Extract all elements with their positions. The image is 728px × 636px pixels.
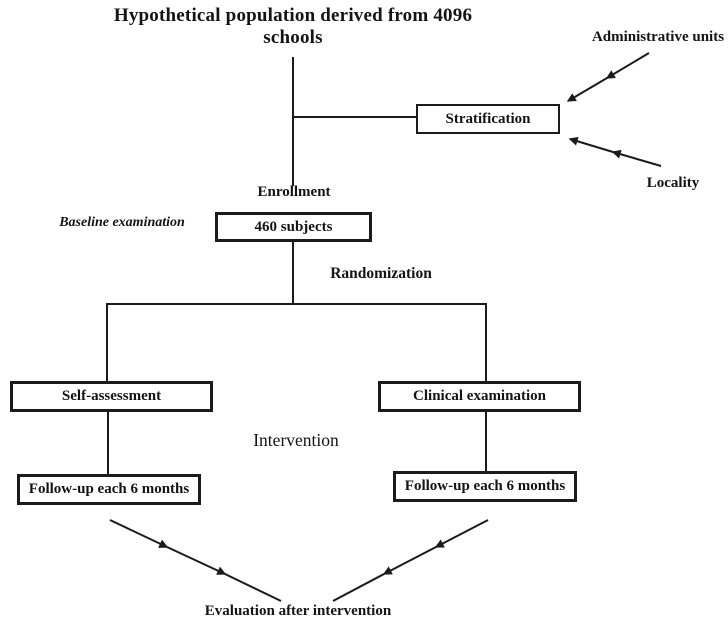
subjects-node: 460 subjects (215, 212, 372, 242)
followup-right-node: Follow-up each 6 months (393, 471, 577, 502)
enrollment-stage-label: Enrollment (257, 184, 331, 200)
locality-label: Locality (646, 175, 700, 191)
arrow-left-to-evaluation (109, 519, 282, 602)
followup-left-node: Follow-up each 6 months (17, 474, 201, 505)
arrow-administrative-units (566, 52, 650, 102)
clinical-examination-node: Clinical examination (378, 381, 581, 412)
evaluation-outcome-label: Evaluation after intervention (204, 603, 392, 619)
arrow-right-to-evaluation (332, 519, 489, 602)
baseline-examination-note: Baseline examination (59, 215, 185, 230)
stratification-node: Stratification (416, 104, 560, 134)
self-assessment-node: Self-assessment (10, 381, 213, 412)
administrative-units-label: Administrative units (591, 29, 725, 45)
arrow-locality (568, 136, 662, 167)
diagram-title: Hypothetical population derived from 409… (113, 5, 473, 48)
intervention-stage-label: Intervention (253, 430, 339, 450)
randomization-stage-label: Randomization (330, 265, 432, 282)
